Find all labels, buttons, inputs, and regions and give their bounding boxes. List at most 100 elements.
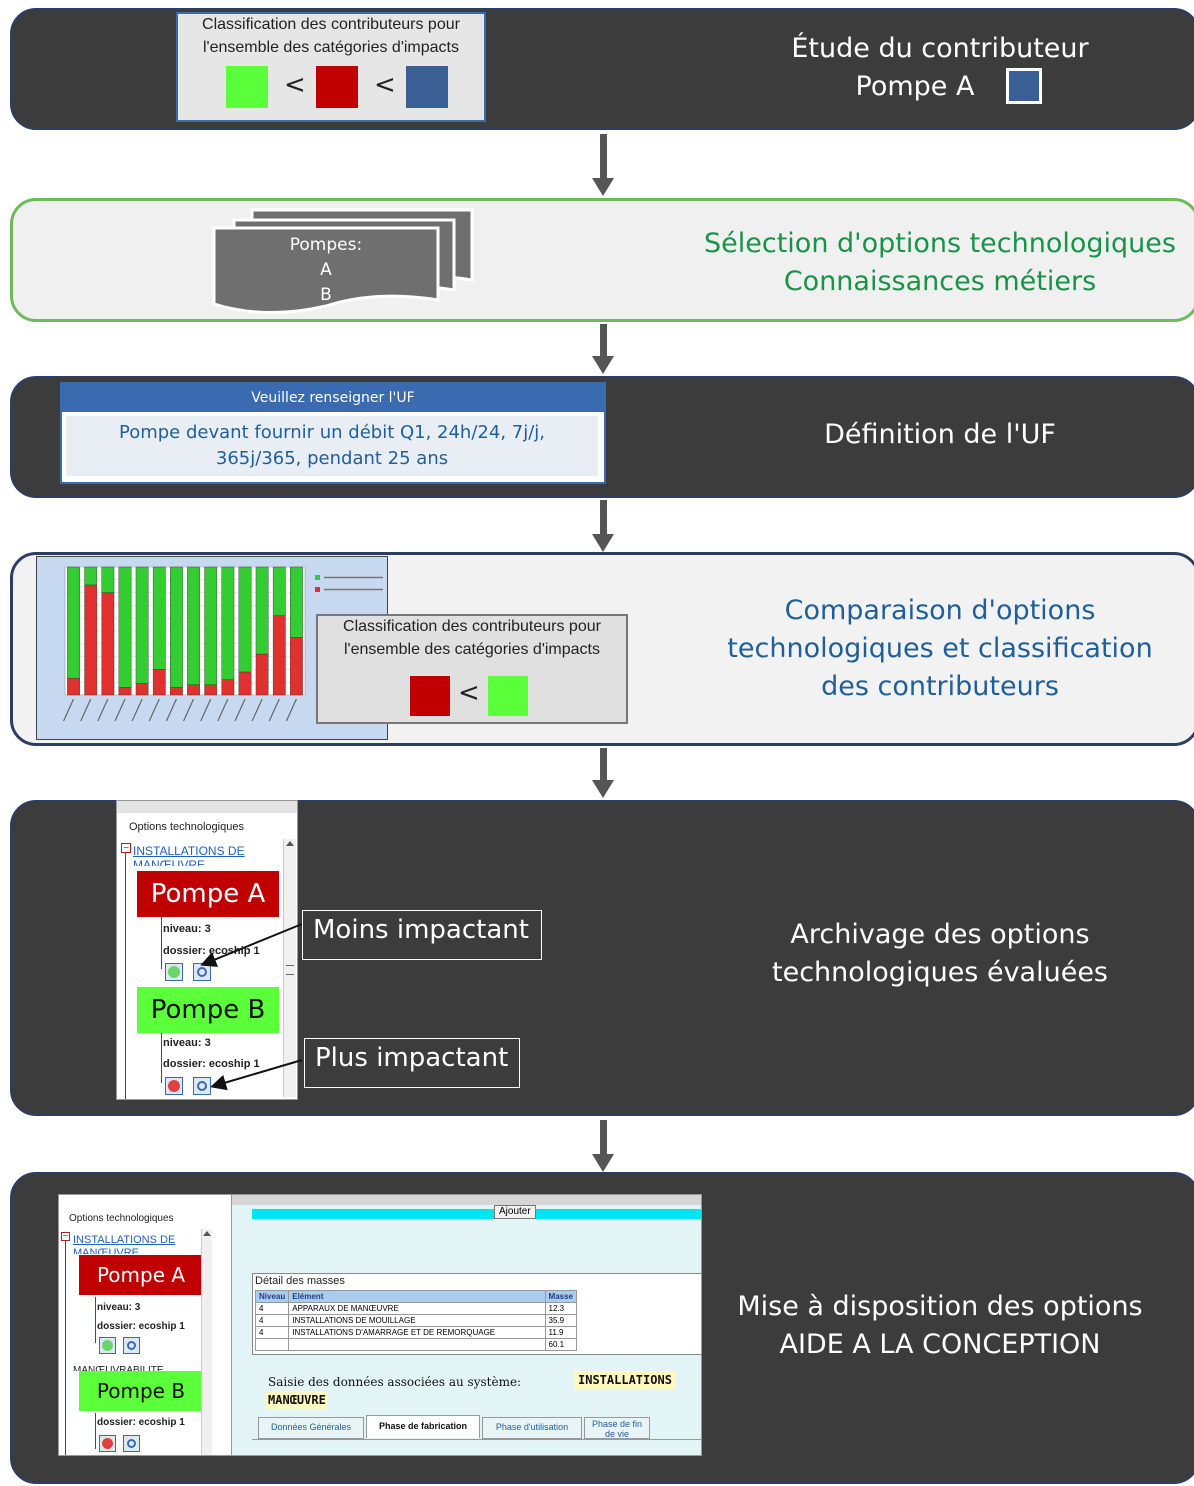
tab-fin-de-vie[interactable]: Phase de fin de vie [584, 1417, 650, 1439]
chart-bar [290, 566, 303, 638]
tab-general[interactable]: Données Générales [258, 1417, 364, 1439]
category-tick-label [148, 698, 160, 722]
more-impact-icon[interactable] [99, 1435, 116, 1452]
node-pompe-a[interactable]: Pompe A [137, 871, 279, 917]
tab-utilisation[interactable]: Phase d'utilisation [482, 1417, 582, 1439]
chart-bar [84, 584, 98, 696]
callout-more-impact: Plus impactant [304, 1038, 520, 1088]
options-tree-panel: Options technologiques − INSTALLATIONS D… [59, 1195, 232, 1455]
mass-detail-title: Détail des masses [255, 1275, 345, 1287]
view-icon[interactable] [123, 1337, 140, 1354]
saisie-label: Saisie des données associées au système: [268, 1375, 522, 1389]
stage-title-uf: Définition de l'UF [824, 419, 1056, 450]
pompe-b-item: B [320, 285, 332, 305]
flow-arrow-icon [592, 324, 614, 374]
col-header: Masse [544, 1290, 578, 1303]
title-line-1: Comparaison d'options [784, 595, 1096, 626]
pompe-a-item: A [320, 260, 332, 280]
stage-title-archiving: Archivage des options technologiques éva… [690, 916, 1190, 992]
scroll-up-icon[interactable] [203, 1231, 211, 1236]
title-line-2: Connaissances métiers [783, 266, 1097, 297]
legend-title-line-1: Classification des contributeurs pour [343, 618, 601, 635]
pompes-label: Pompes: [289, 235, 363, 255]
tree-root-link[interactable]: INSTALLATIONS DE [133, 844, 245, 858]
chart-bar [255, 653, 269, 696]
stage-title-design-aid: Mise à disposition des options AIDE A LA… [690, 1288, 1190, 1364]
legend-swatch-red [410, 676, 450, 716]
scroll-up-icon[interactable] [286, 841, 294, 846]
category-tick-label [131, 698, 143, 722]
node-pompe-b[interactable]: Pompe B [137, 987, 279, 1033]
chart-bar [118, 566, 132, 688]
uf-form: Veuillez renseigner l'UF Pompe devant fo… [60, 382, 606, 484]
ajouter-button[interactable]: Ajouter [494, 1205, 536, 1219]
chart-bar [67, 566, 80, 679]
view-icon[interactable] [123, 1435, 140, 1452]
panel-title: Options technologiques [69, 1213, 174, 1224]
vertical-scrollbar[interactable] [283, 839, 296, 1097]
title-line-1: Étude du contributeur [791, 33, 1089, 64]
pompe-a-label: Pompe A [855, 71, 975, 102]
col-header: Elément [288, 1290, 546, 1303]
category-tick-label [234, 698, 246, 722]
category-tick-label [251, 698, 263, 722]
chart-bar [290, 637, 303, 696]
category-tick-label [268, 698, 280, 722]
less-than-sign: < [374, 70, 396, 100]
title-line-2: technologiques évaluées [772, 957, 1108, 988]
niveau-label: niveau: 3 [163, 923, 211, 935]
view-icon[interactable] [193, 1077, 211, 1095]
chart-bar [272, 615, 286, 696]
flow-arrow-icon [592, 134, 614, 196]
node-pompe-b[interactable]: Pompe B [79, 1371, 203, 1411]
node-pompe-a[interactable]: Pompe A [79, 1255, 203, 1295]
dossier-label: dossier: ecoship 1 [97, 1321, 185, 1332]
legend-swatch [315, 587, 320, 592]
tree-collapse-icon[interactable]: − [61, 1231, 70, 1241]
vertical-scrollbar[interactable] [201, 1229, 212, 1455]
more-impact-icon[interactable] [165, 1077, 183, 1095]
dossier-label: dossier: ecoship 1 [163, 1058, 260, 1070]
stage-title-selection: Sélection d'options technologiques Conna… [690, 225, 1190, 301]
legend-swatch-red [316, 66, 358, 108]
less-impact-icon[interactable] [99, 1337, 116, 1354]
uf-value-line-2: 365j/365, pendant 25 ans [215, 448, 449, 469]
tree-collapse-icon[interactable]: − [121, 843, 131, 853]
chart-bar [152, 566, 166, 670]
chart-bar [204, 566, 218, 685]
flow-arrow-icon [592, 1120, 614, 1172]
legend-swatch [315, 575, 320, 580]
scroll-grip-icon[interactable] [286, 965, 294, 975]
niveau-label: niveau: 3 [163, 1037, 211, 1049]
category-tick-label [285, 698, 297, 722]
chart-bar [238, 566, 252, 673]
title-line-2: AIDE A LA CONCEPTION [779, 1329, 1101, 1360]
uf-form-field[interactable]: Pompe devant fournir un débit Q1, 24h/24… [66, 416, 598, 476]
category-tick-label [97, 698, 109, 722]
stage-title-contributor: Étude du contributeur Pompe A [690, 30, 1190, 106]
tree-second-cut: MANŒUVRABILITÉ [73, 1365, 164, 1371]
category-tick-label [165, 698, 177, 722]
less-than-sign: < [284, 70, 306, 100]
blue-swatch-icon [1006, 68, 1042, 104]
tab-fabrication[interactable]: Phase de fabrication [366, 1415, 480, 1438]
documents-label: Pompes: A B [246, 233, 406, 308]
chart-bar [135, 683, 149, 696]
tree-root-link[interactable]: INSTALLATIONS DE [73, 1234, 176, 1246]
dossier-label: dossier: ecoship 1 [97, 1417, 185, 1428]
flow-arrow-icon [592, 748, 614, 798]
chart-bar [221, 566, 235, 680]
chart-bar [204, 684, 218, 696]
comparison-legend-panel: Classification des contributeurs pour l'… [316, 614, 628, 724]
title-line-3: des contributeurs [821, 671, 1059, 702]
niveau-label: niveau: 3 [97, 1302, 141, 1313]
chart-bar [101, 592, 115, 696]
category-tick-label [183, 698, 195, 722]
options-tree-panel: Options technologiques − INSTALLATIONS D… [116, 800, 298, 1100]
less-impact-icon[interactable] [165, 963, 183, 981]
legend-title-line-2: l'ensemble des catégories d'impacts [202, 39, 459, 56]
panel-title: Options technologiques [129, 821, 244, 833]
chart-bar [255, 566, 269, 655]
